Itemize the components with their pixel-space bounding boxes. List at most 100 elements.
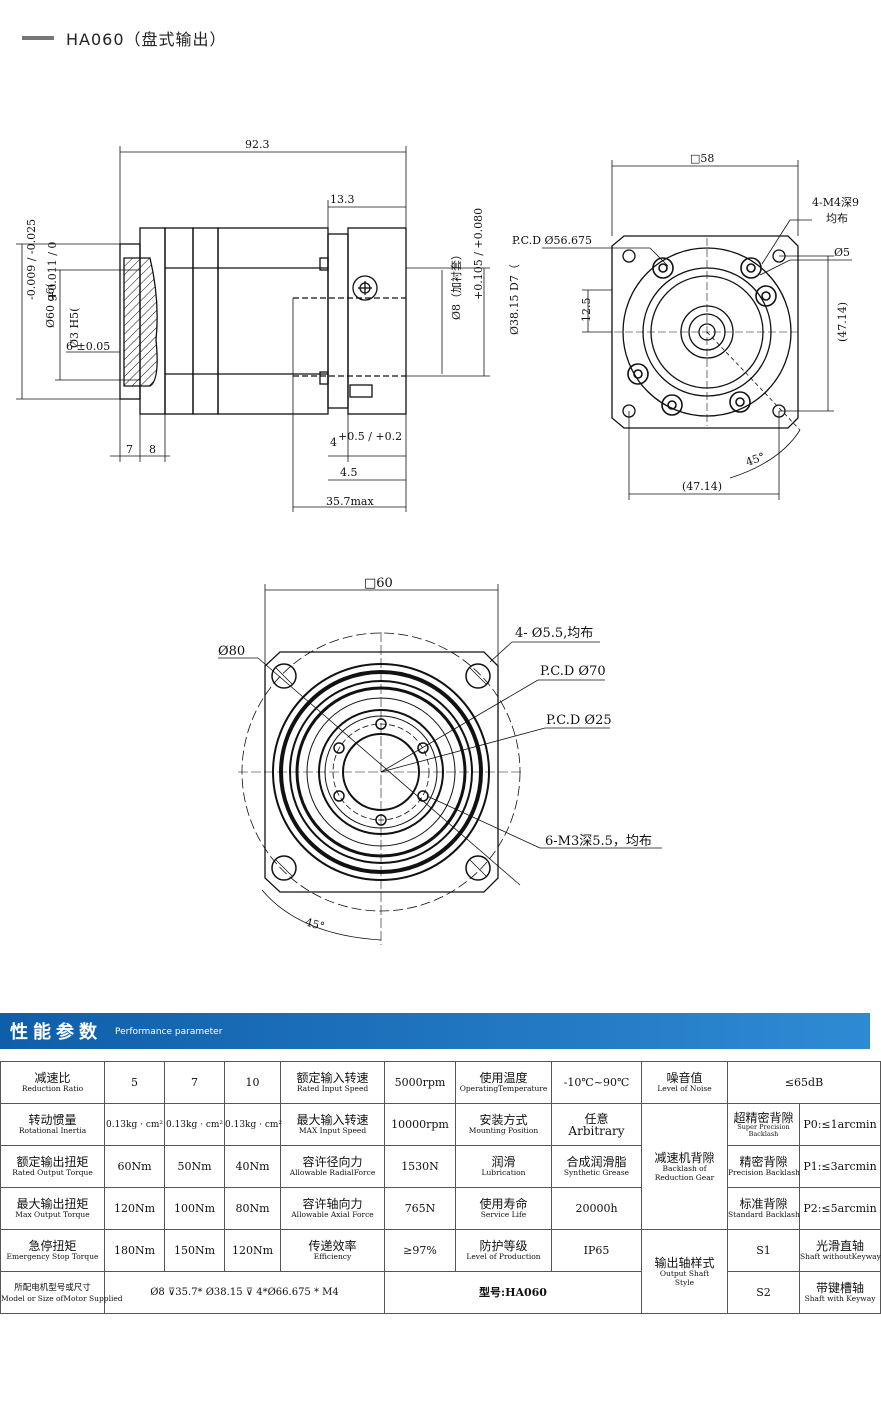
cell-value: P0:≤1arcmin bbox=[799, 1103, 881, 1146]
dim-6-holes: 6-M3深5.5，均布 bbox=[545, 834, 652, 849]
dim-pcd-small: P.C.D Ø56.675 bbox=[512, 234, 592, 247]
cell-value: 100Nm bbox=[164, 1187, 225, 1230]
page-header: HA060（盘式输出） bbox=[22, 26, 227, 50]
cell-value: 120Nm bbox=[224, 1229, 281, 1272]
dim-diameter-60-tol: -0.009 / -0.025 bbox=[25, 219, 38, 300]
cell-value: 1530N bbox=[384, 1145, 456, 1188]
side-view bbox=[119, 227, 407, 512]
cell-value: ≥97% bbox=[384, 1229, 456, 1272]
cell-value: 120Nm bbox=[104, 1187, 165, 1230]
section-title-en: Performance parameter bbox=[115, 1027, 223, 1037]
dim-47-14-v: (47.14) bbox=[836, 302, 849, 342]
cell-value: 50Nm bbox=[164, 1145, 225, 1188]
dim-total-length: 92.3 bbox=[245, 138, 270, 151]
dim-6: 6 ±0.05 bbox=[66, 340, 110, 353]
big-front-view bbox=[238, 632, 522, 945]
cell-value: S2 bbox=[727, 1271, 800, 1314]
cell-value: 10 bbox=[224, 1061, 281, 1104]
technical-drawing: 92.3 13.3 Ø60 g6( -0.009 / -0.025 Ø3 H5(… bbox=[16, 138, 859, 945]
cell-value: -10℃~90℃ bbox=[551, 1061, 642, 1104]
dim-shaft: Ø8（加衬套） bbox=[450, 249, 463, 320]
dim-bore-tol: +0.105 / +0.080 bbox=[472, 208, 485, 300]
dim-square-58: □58 bbox=[690, 152, 714, 165]
dim-47-14-h: (47.14) bbox=[682, 480, 722, 493]
cell-value: P1:≤3arcmin bbox=[799, 1145, 881, 1188]
cell-motor-size: Ø8 ⊽35.7* Ø38.15 ⊽ 4*Ø66.675 * M4 bbox=[104, 1271, 385, 1314]
cell-value: 40Nm bbox=[224, 1145, 281, 1188]
side-dim-lines bbox=[16, 146, 490, 512]
dim-angle-small: 45° bbox=[744, 450, 767, 469]
dim-bore: Ø38.15 D7（ bbox=[508, 264, 521, 335]
cell-value: 10000rpm bbox=[384, 1103, 456, 1146]
dim-flange-length: 13.3 bbox=[330, 193, 355, 206]
dim-diameter-60: Ø60 g6( bbox=[44, 283, 57, 328]
cell-value: 765N bbox=[384, 1187, 456, 1230]
header-bar bbox=[22, 36, 54, 40]
cell-value: 150Nm bbox=[164, 1229, 225, 1272]
cell-value: 0.13kg · cm² bbox=[164, 1103, 225, 1146]
cell-value: 7 bbox=[164, 1061, 225, 1104]
cell-value: 180Nm bbox=[104, 1229, 165, 1272]
dim-h5: Ø3 H5( bbox=[68, 308, 81, 348]
dim-angle-big: 45° bbox=[304, 916, 326, 934]
small-front-dims bbox=[542, 160, 852, 500]
cell-value: 60Nm bbox=[104, 1145, 165, 1188]
cell-value: 20000h bbox=[551, 1187, 642, 1230]
dim-4-tol: +0.5 / +0.2 bbox=[338, 430, 402, 443]
small-front-view bbox=[611, 235, 799, 429]
section-title-cn: 性能参数 bbox=[10, 1022, 102, 1043]
dim-35-7: 35.7max bbox=[326, 495, 374, 508]
cell-value: ≤65dB bbox=[727, 1061, 881, 1104]
dim-d5: Ø5 bbox=[834, 246, 850, 259]
dim-12-5: 12.5 bbox=[580, 298, 593, 323]
dim-m4-even: 均布 bbox=[826, 212, 848, 225]
big-front-dims bbox=[218, 584, 662, 941]
model-label: 型号:HA060 bbox=[384, 1271, 642, 1314]
dim-7: 7 bbox=[126, 443, 133, 456]
dim-4-5: 4.5 bbox=[340, 466, 358, 479]
page-title: HA060（盘式输出） bbox=[66, 30, 227, 49]
dim-8: 8 bbox=[149, 443, 156, 456]
cell-value: P2:≤5arcmin bbox=[799, 1187, 881, 1230]
dim-m4: 4-M4深9 bbox=[812, 196, 859, 209]
section-header: 性能参数 Performance parameter bbox=[0, 1013, 870, 1049]
cell-value: 5 bbox=[104, 1061, 165, 1104]
cell-value: S1 bbox=[727, 1229, 800, 1272]
dim-4: 4 bbox=[330, 436, 337, 449]
dim-d80: Ø80 bbox=[218, 644, 245, 659]
dim-pcd25: P.C.D Ø25 bbox=[546, 713, 612, 728]
cell-value: IP65 bbox=[551, 1229, 642, 1272]
cell-value: 5000rpm bbox=[384, 1061, 456, 1104]
cell-value: 80Nm bbox=[224, 1187, 281, 1230]
